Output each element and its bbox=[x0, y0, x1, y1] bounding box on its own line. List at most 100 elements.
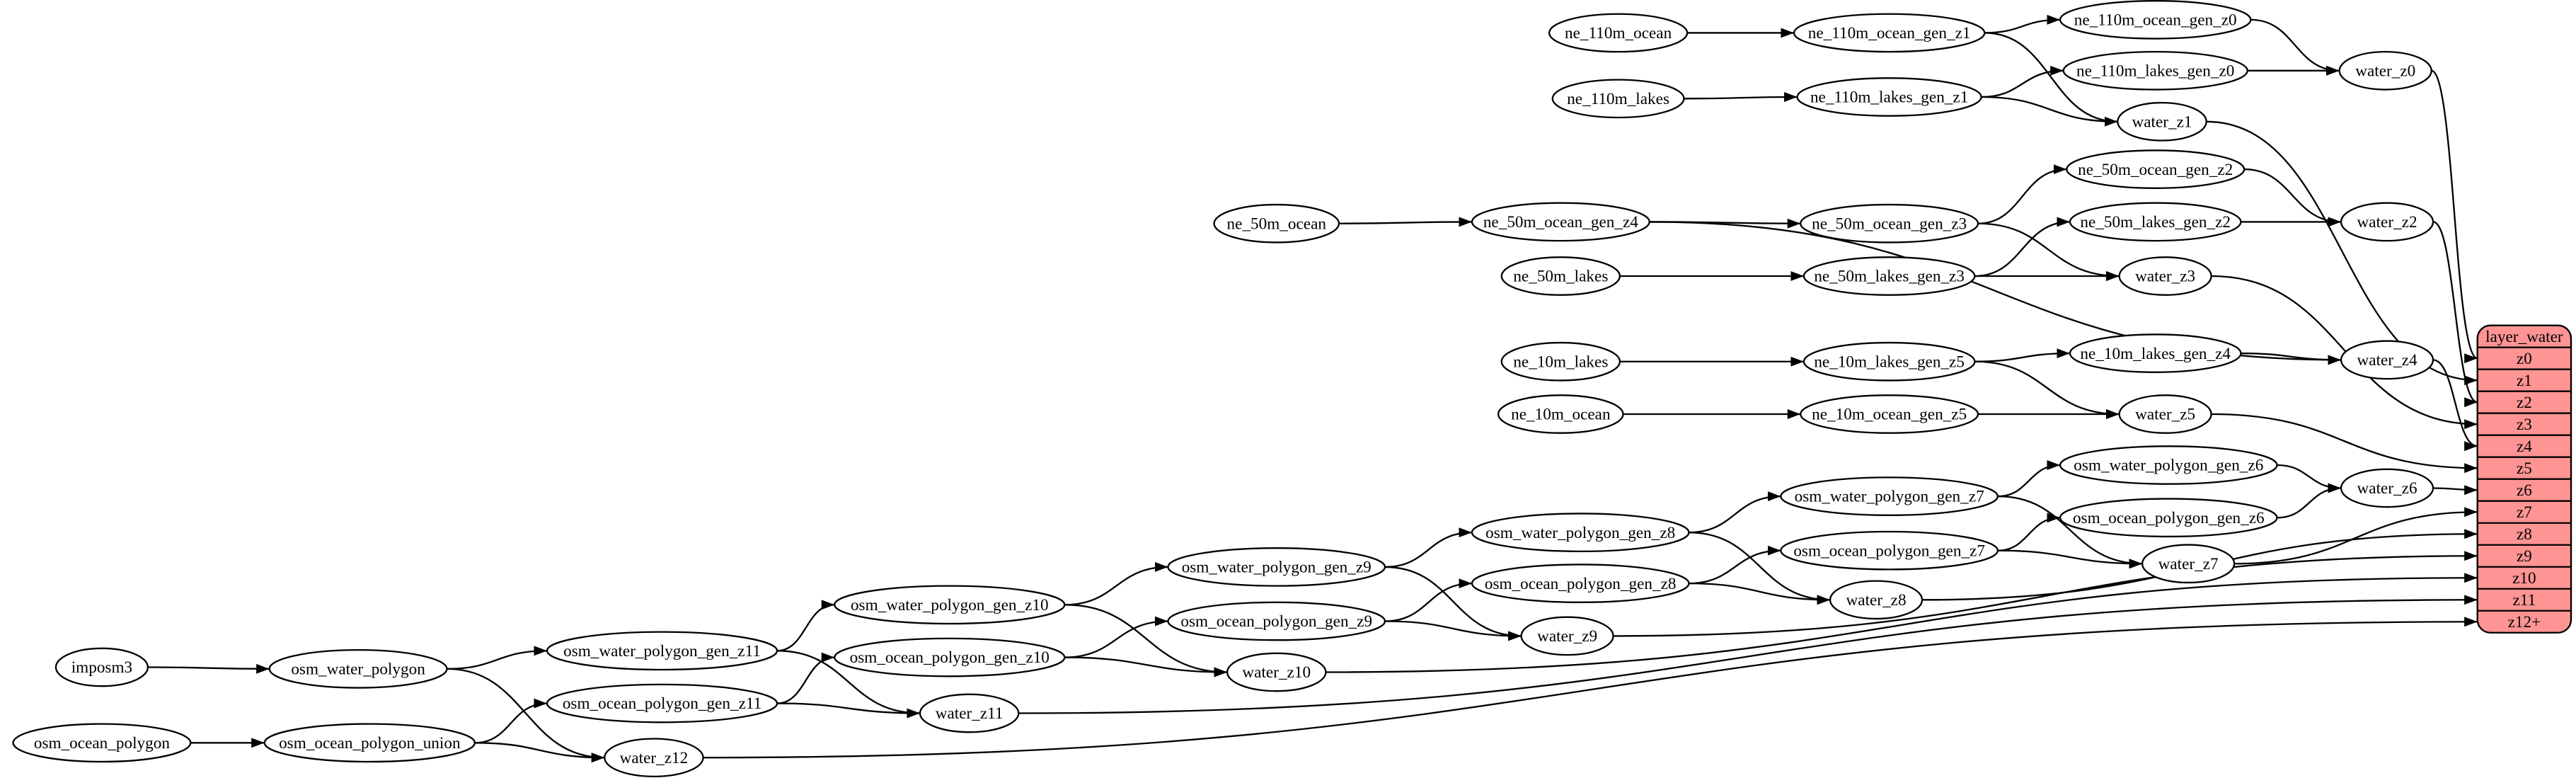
node-osm_water_polygon_gen_z9: osm_water_polygon_gen_z9 bbox=[1167, 547, 1386, 587]
node-shape bbox=[604, 738, 704, 778]
node-ne_50m_ocean_gen_z3: ne_50m_ocean_gen_z3 bbox=[1800, 203, 1979, 244]
node-ne_110m_ocean_gen_z1: ne_110m_ocean_gen_z1 bbox=[1793, 13, 1986, 53]
record-row-z9: z9 bbox=[2517, 547, 2532, 566]
node-shape bbox=[2340, 202, 2434, 242]
node-shape bbox=[1551, 79, 1685, 119]
node-osm_ocean_polygon_gen_z7: osm_ocean_polygon_gen_z7 bbox=[1780, 530, 1999, 571]
node-ne_110m_lakes: ne_110m_lakes bbox=[1551, 79, 1685, 119]
node-label: osm_water_polygon_gen_z10 bbox=[851, 596, 1049, 614]
record-row-z1: z1 bbox=[2517, 372, 2532, 390]
edge-water_z5-to-layer_water-z5 bbox=[2211, 413, 2478, 474]
node-ne_50m_lakes_gen_z2: ne_50m_lakes_gen_z2 bbox=[2069, 202, 2242, 242]
record-row-z2: z2 bbox=[2517, 394, 2532, 412]
node-osm_ocean_polygon_gen_z8: osm_ocean_polygon_gen_z8 bbox=[1471, 564, 1690, 603]
node-ne_10m_ocean: ne_10m_ocean bbox=[1497, 394, 1624, 434]
node-osm_water_polygon_gen_z10: osm_water_polygon_gen_z10 bbox=[834, 585, 1066, 625]
node-label: osm_ocean_polygon_gen_z11 bbox=[563, 694, 761, 713]
edge-water_z3-to-layer_water-z3 bbox=[2211, 275, 2478, 430]
edge-osm_water_polygon_gen_z11-to-osm_water_polygon_gen_z10 bbox=[777, 600, 835, 652]
node-ne_110m_lakes_gen_z1: ne_110m_lakes_gen_z1 bbox=[1796, 77, 1982, 117]
node-shape bbox=[1780, 530, 1999, 571]
edges bbox=[147, 14, 2478, 763]
edge-ne_110m_ocean_gen_z0-to-water_z0 bbox=[2250, 18, 2340, 76]
node-osm_ocean_polygon_gen_z9: osm_ocean_polygon_gen_z9 bbox=[1167, 601, 1386, 641]
edge-osm_ocean_polygon_gen_z11-to-water_z11 bbox=[777, 702, 921, 719]
node-ne_50m_lakes: ne_50m_lakes bbox=[1500, 256, 1621, 296]
node-label: water_z8 bbox=[1846, 591, 1907, 610]
edge-water_z11-to-layer_water-z11 bbox=[1018, 595, 2478, 714]
node-label: water_z1 bbox=[2132, 113, 2192, 131]
node-shape bbox=[1213, 203, 1340, 244]
node-label: ne_110m_lakes_gen_z0 bbox=[2076, 62, 2234, 81]
edge-water_z12-to-layer_water-z12+ bbox=[703, 617, 2478, 759]
node-label: osm_ocean_polygon_gen_z6 bbox=[2073, 509, 2265, 527]
edge-osm_water_polygon_gen_z10-to-water_z10 bbox=[1064, 604, 1228, 677]
node-water_z8: water_z8 bbox=[1829, 580, 1924, 620]
record-row-z4: z4 bbox=[2517, 437, 2532, 456]
node-shape bbox=[2117, 101, 2207, 142]
node-water_z0: water_z0 bbox=[2338, 50, 2432, 91]
node-water_z5: water_z5 bbox=[2118, 394, 2212, 434]
edge-ne_50m_ocean_gen_z3-to-ne_50m_ocean_gen_z2 bbox=[1977, 164, 2067, 224]
node-shape bbox=[268, 648, 448, 689]
node-shape bbox=[1780, 476, 1999, 516]
node-shape bbox=[2059, 445, 2278, 485]
node-ne_10m_lakes_gen_z4: ne_10m_lakes_gen_z4 bbox=[2069, 333, 2242, 373]
node-ne_50m_ocean_gen_z4: ne_50m_ocean_gen_z4 bbox=[1471, 202, 1650, 242]
node-shape bbox=[2118, 394, 2212, 434]
node-shape bbox=[1471, 564, 1690, 603]
node-shape bbox=[1167, 547, 1386, 587]
node-shape bbox=[834, 585, 1066, 625]
node-water_z6: water_z6 bbox=[2340, 468, 2434, 508]
node-label: water_z6 bbox=[2357, 479, 2417, 498]
edge-water_z6-to-layer_water-z6 bbox=[2433, 485, 2478, 496]
node-shape bbox=[834, 637, 1066, 677]
edge-ne_50m_ocean-to-ne_50m_ocean_gen_z4 bbox=[1338, 217, 1473, 227]
edge-water_z2-to-layer_water-z2 bbox=[2432, 221, 2478, 408]
node-water_z3: water_z3 bbox=[2118, 256, 2212, 296]
node-imposm3: imposm3 bbox=[54, 647, 149, 687]
node-label: water_z11 bbox=[936, 704, 1004, 723]
node-label: water_z10 bbox=[1242, 663, 1311, 682]
edge-ne_110m_lakes-to-ne_110m_lakes_gen_z1 bbox=[1684, 92, 1798, 102]
node-label: water_z0 bbox=[2355, 62, 2415, 81]
edge-ne_110m_ocean_gen_z1-to-water_z1 bbox=[1984, 32, 2118, 127]
node-ne_50m_lakes_gen_z3: ne_50m_lakes_gen_z3 bbox=[1802, 256, 1976, 296]
node-shape bbox=[1226, 652, 1327, 692]
node-label: ne_10m_lakes bbox=[1513, 353, 1608, 371]
edge-ne_110m_lakes_gen_z1-to-ne_110m_lakes_gen_z0 bbox=[1981, 65, 2064, 98]
node-shape bbox=[12, 723, 192, 763]
node-label: ne_10m_lakes_gen_z5 bbox=[1814, 353, 1965, 371]
node-label: osm_ocean_polygon_gen_z8 bbox=[1485, 575, 1677, 593]
edge-osm_ocean_polygon_gen_z6-to-water_z6 bbox=[2277, 483, 2342, 519]
node-shape bbox=[2069, 202, 2242, 242]
node-shape bbox=[1500, 341, 1621, 382]
node-shape bbox=[1520, 616, 1614, 656]
edge-osm_water_polygon_gen_z6-to-water_z6 bbox=[2277, 464, 2342, 493]
node-label: ne_50m_lakes_gen_z3 bbox=[1814, 268, 1965, 286]
node-label: ne_50m_ocean bbox=[1227, 214, 1327, 233]
node-label: ne_110m_ocean bbox=[1565, 24, 1672, 42]
node-label: water_z9 bbox=[1537, 627, 1597, 646]
node-shape bbox=[1471, 513, 1690, 553]
node-ne_10m_ocean_gen_z5: ne_10m_ocean_gen_z5 bbox=[1800, 394, 1979, 434]
node-shape bbox=[1548, 13, 1689, 53]
record-row-z12+: z12+ bbox=[2508, 613, 2541, 631]
node-shape bbox=[546, 683, 778, 723]
node-shape bbox=[1500, 256, 1621, 296]
node-label: ne_110m_ocean_gen_z0 bbox=[2074, 11, 2237, 30]
node-osm_water_polygon_gen_z7: osm_water_polygon_gen_z7 bbox=[1780, 476, 1999, 516]
edge-osm_water_polygon_gen_z9-to-osm_water_polygon_gen_z8 bbox=[1384, 527, 1473, 568]
edge-water_z1-to-layer_water-z1 bbox=[2206, 120, 2478, 386]
node-label: water_z12 bbox=[620, 749, 689, 767]
node-label: ne_50m_lakes_gen_z2 bbox=[2080, 213, 2231, 231]
node-ne_110m_ocean: ne_110m_ocean bbox=[1548, 13, 1689, 53]
edge-osm_ocean_polygon_gen_z8-to-water_z8 bbox=[1689, 582, 1831, 605]
record-row-z0: z0 bbox=[2517, 350, 2532, 368]
node-shape bbox=[1802, 341, 1976, 382]
node-label: osm_water_polygon_gen_z8 bbox=[1485, 524, 1675, 542]
node-shape bbox=[2338, 50, 2432, 91]
record-row-z6: z6 bbox=[2517, 481, 2532, 500]
node-label: osm_water_polygon bbox=[291, 660, 425, 679]
node-osm_water_polygon: osm_water_polygon bbox=[268, 648, 448, 689]
